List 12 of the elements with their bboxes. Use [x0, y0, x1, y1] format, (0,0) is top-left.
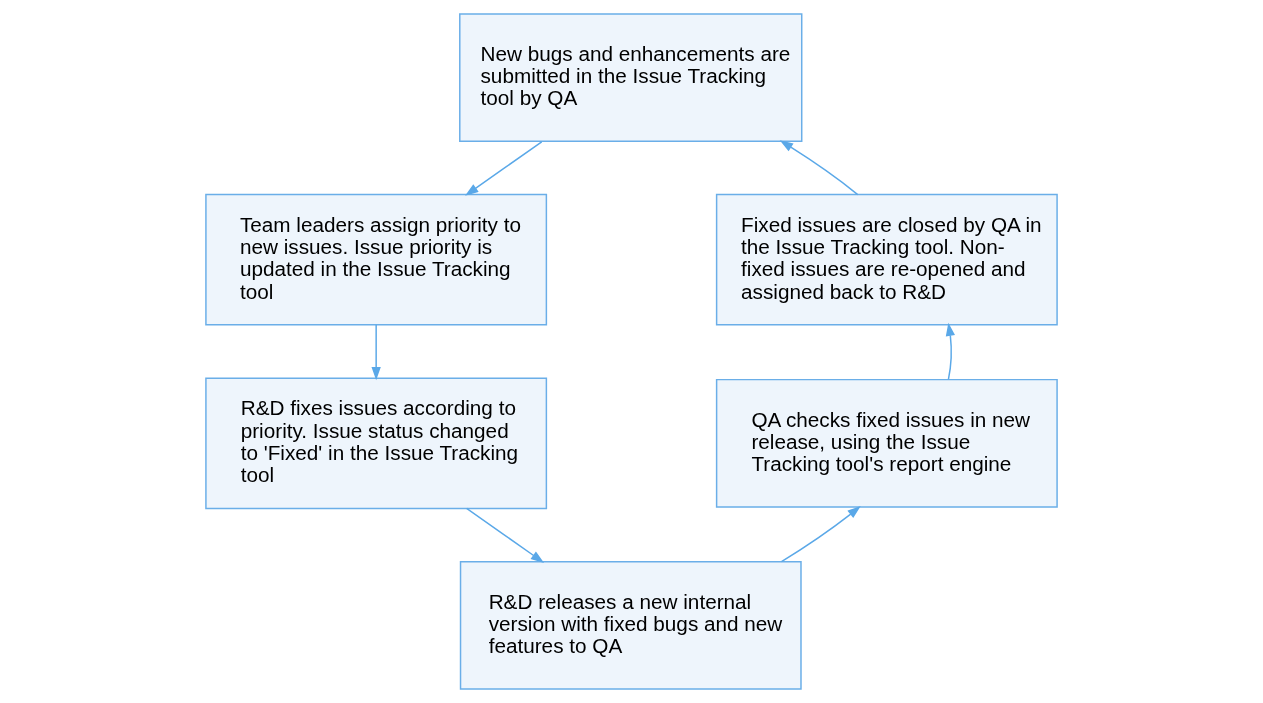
arrow — [465, 141, 543, 196]
arrow — [779, 140, 859, 196]
node-box: R&D fixes issues according to priority. Issue status changed to 'Fixed' in the Issue Tracking tool — [205, 377, 548, 510]
arrow — [780, 506, 861, 563]
arrow — [465, 507, 545, 563]
node-box: Fixed issues are closed by QA in the Issue Tracking tool. Non-fixed issues are re-opened and assigned back to R&D — [715, 193, 1058, 326]
node-box: Team leaders assign priority to new issues. Issue priority is updated in the Issue Tracking tool — [205, 193, 548, 326]
arrow — [371, 324, 381, 381]
node-box: QA checks fixed issues in new release, using the Issue Tracking tool's report engine — [715, 378, 1058, 508]
arrow — [945, 322, 955, 381]
node-box: R&D releases a new internal version with fixed bugs and new features to QA — [459, 560, 802, 690]
node-box: New bugs and enhancements are submitted in the Issue Tracking tool by QA — [459, 13, 803, 143]
